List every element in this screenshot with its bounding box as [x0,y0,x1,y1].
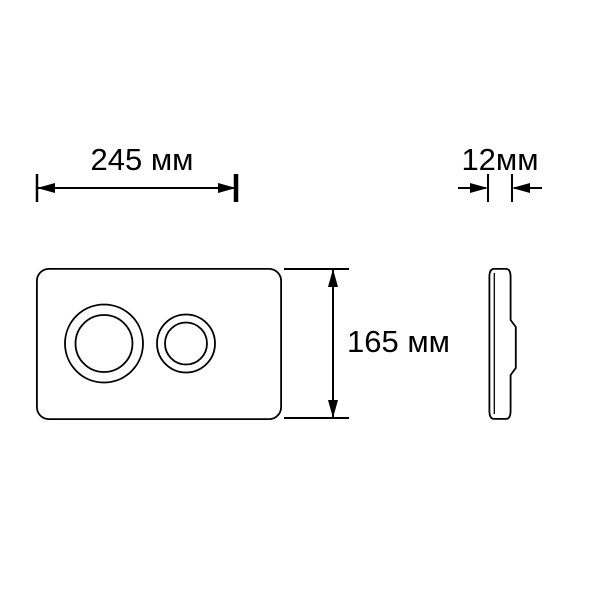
side-profile-outline [488,268,517,420]
height-arrowhead-top [328,269,338,287]
large-flush-button-outer-ring [64,303,144,384]
depth-arrowhead-right [512,183,530,193]
front-view [36,267,282,420]
depth-dimension [458,174,542,202]
small-flush-button-outer-ring [156,313,216,374]
depth-arrowhead-left [470,183,488,193]
large-flush-button-inner-ring [74,314,134,373]
width-dimension [35,174,239,202]
width-arrowhead-right [218,183,236,193]
height-dimension-label: 165 мм [347,324,450,359]
height-dimension [284,268,349,419]
depth-dimension-label: 12мм [461,142,539,177]
side-view [488,268,517,420]
flush-plate-outline [36,267,282,420]
small-flush-button-inner-ring [164,321,208,366]
width-arrowhead-left [37,183,55,193]
height-arrowhead-bottom [328,400,338,418]
width-dimension-label: 245 мм [90,142,194,177]
